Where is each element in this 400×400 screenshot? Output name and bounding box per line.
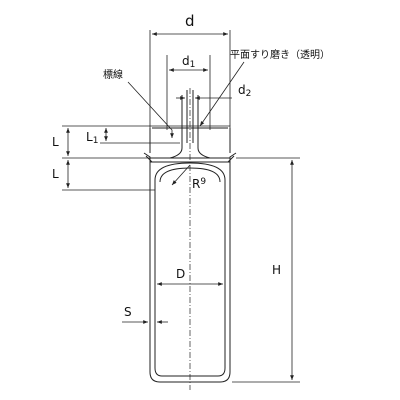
label-H: H: [272, 263, 281, 277]
central-tube: [169, 90, 211, 159]
label-flat-ground: 平面すり磨き（透明）: [230, 49, 330, 61]
label-marking-line: 標線: [103, 68, 123, 81]
leader-flat-ground: [199, 61, 245, 127]
label-d1: d1: [182, 54, 195, 70]
label-L1: L1: [86, 130, 98, 146]
dim-H: [232, 157, 300, 383]
label-L-top: L: [52, 135, 59, 149]
dim-L: [62, 125, 155, 191]
dim-d1: [166, 55, 211, 130]
leader-radius: [171, 164, 191, 186]
dim-L1: [100, 128, 180, 144]
label-D: D: [176, 267, 185, 281]
dim-d: [149, 30, 231, 126]
leader-marking-line: [127, 81, 174, 138]
label-radius: R9: [192, 177, 206, 191]
label-d2: d2: [238, 83, 251, 99]
label-S: S: [124, 305, 132, 319]
label-L-bottom: L: [52, 167, 59, 181]
label-d: d: [185, 12, 195, 30]
